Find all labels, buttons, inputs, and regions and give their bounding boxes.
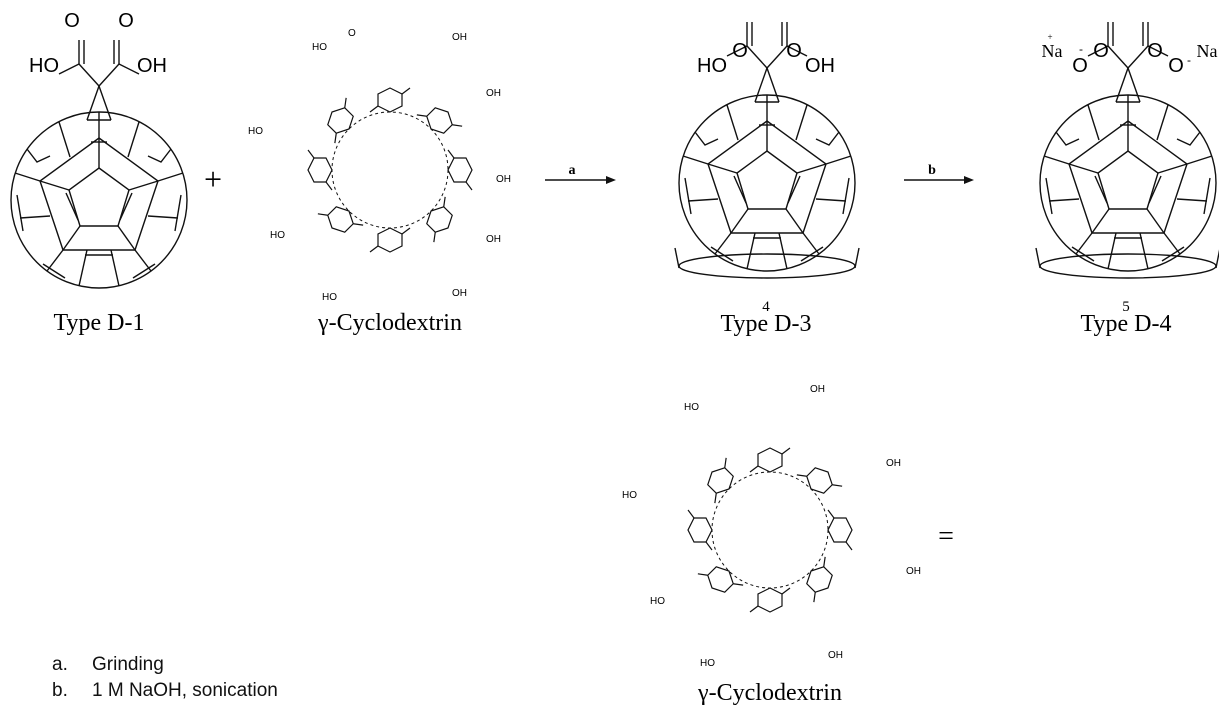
carboxylate-oxygen-left: O	[1072, 55, 1088, 77]
sodium-left: Na	[1042, 41, 1063, 61]
fullerene-cage	[678, 94, 856, 272]
malonic-bridge	[726, 21, 808, 103]
oh-label: HO	[322, 292, 337, 303]
equals-sign: =	[938, 521, 954, 552]
compound-number-4: 4	[762, 299, 770, 315]
cyclodextrin-collar	[1035, 247, 1219, 279]
plus-sign: +	[204, 161, 222, 197]
condition-text: Grinding	[92, 654, 164, 675]
oh-label: OH	[452, 32, 467, 43]
oh-label: OH	[486, 88, 501, 99]
label-type-d3: Type D-3	[721, 311, 812, 337]
condition-b: b. 1 M NaOH, sonication	[52, 678, 278, 704]
carbonyl-oxygen-right: O	[1147, 40, 1163, 62]
oh-label: HO	[684, 402, 699, 413]
cyclodextrin-collar	[674, 247, 860, 279]
oh-label: HO	[650, 596, 665, 607]
oh-label: OH	[810, 384, 825, 395]
compound-type-d4: O O Na + O - O - Na 5 Type D-4	[1035, 21, 1219, 337]
gamma-cyclodextrin-top: HO O OH OH OH OH OH HO HO HO γ-Cyclodext…	[248, 28, 511, 336]
oh-label: HO	[700, 658, 715, 669]
arrow-a-label: a	[569, 163, 576, 178]
compound-type-d1: O O HO OH Type D-1	[10, 10, 188, 336]
oh-label: HO	[312, 42, 327, 53]
carbonyl-oxygen-left: O	[1093, 40, 1109, 62]
label-gamma-cyclodextrin-legend: γ-Cyclodextrin	[697, 680, 842, 706]
carbonyl-oxygen-right: O	[118, 10, 134, 32]
condition-key: b.	[52, 680, 68, 701]
oh-label: HO	[622, 490, 637, 501]
cyclodextrin-ring	[308, 88, 472, 252]
carboxylate-charge-left: -	[1079, 42, 1083, 56]
oh-label: OH	[452, 288, 467, 299]
condition-text: 1 M NaOH, sonication	[92, 680, 278, 701]
label-type-d1: Type D-1	[54, 310, 145, 336]
label-gamma-cyclodextrin-top: γ-Cyclodextrin	[317, 310, 462, 336]
oh-label: HO	[248, 126, 263, 137]
carbonyl-oxygen-left: O	[732, 40, 748, 62]
malonic-bridge	[58, 39, 140, 121]
fullerene-cage	[1039, 94, 1217, 272]
oh-label: OH	[496, 174, 511, 185]
ring-oxygen-label: O	[348, 28, 356, 39]
hydroxyl-right: OH	[137, 55, 167, 77]
reaction-conditions: a. Grinding b. 1 M NaOH, sonication	[52, 652, 278, 704]
label-type-d4: Type D-4	[1081, 311, 1172, 337]
carboxylate-charge-right: -	[1187, 53, 1191, 67]
compound-type-d3: O O HO OH 4 Type D-3	[674, 21, 860, 337]
arrow-b: b	[904, 163, 974, 184]
condition-a: a. Grinding	[52, 652, 278, 678]
carbonyl-oxygen-left: O	[64, 10, 80, 32]
carboxylate-oxygen-right: O	[1168, 55, 1184, 77]
hydroxyl-left: HO	[697, 55, 727, 77]
condition-key: a.	[52, 654, 68, 675]
malonate-bridge	[1087, 21, 1169, 103]
cyclodextrin-ring	[688, 448, 852, 612]
carbonyl-oxygen-right: O	[786, 40, 802, 62]
sodium-right: Na	[1197, 41, 1218, 61]
oh-label: HO	[270, 230, 285, 241]
oh-label: OH	[828, 650, 843, 661]
compound-number-5: 5	[1122, 299, 1130, 315]
oh-label: OH	[886, 458, 901, 469]
oh-label: OH	[486, 234, 501, 245]
hydroxyl-left: HO	[29, 55, 59, 77]
sodium-charge-left: +	[1047, 32, 1052, 42]
fullerene-cage	[10, 111, 188, 289]
hydroxyl-right: OH	[805, 55, 835, 77]
arrow-a: a	[545, 163, 616, 184]
gamma-cyclodextrin-legend: HO OH OH OH OH HO HO HO γ-Cyclodextrin	[622, 384, 921, 706]
arrow-b-label: b	[928, 163, 936, 178]
oh-label: OH	[906, 566, 921, 577]
